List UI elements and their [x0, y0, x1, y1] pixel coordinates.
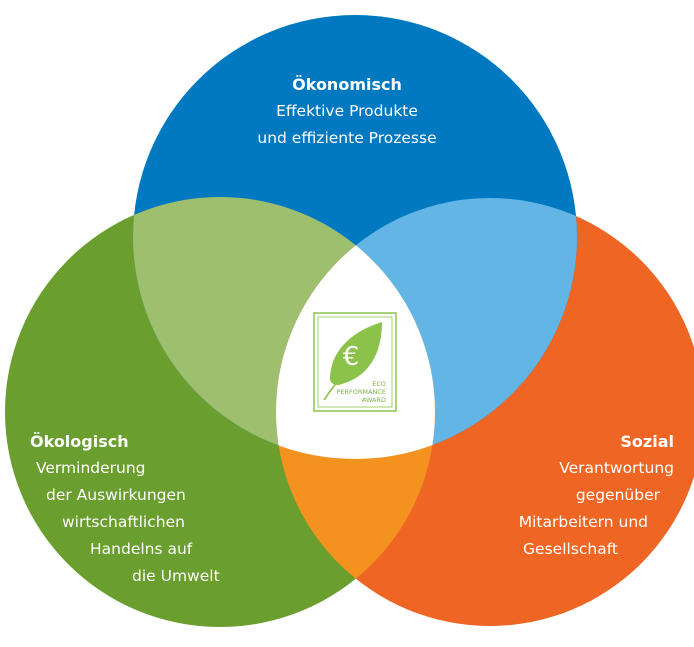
oekologisch-line-4: Handelns auf	[90, 540, 193, 558]
overlap-center	[276, 198, 435, 459]
oekologisch-line-2: der Auswirkungen	[46, 486, 186, 504]
sozial-line-3: Mitarbeitern und	[518, 513, 648, 531]
sozial-line-1: Verantwortung	[559, 459, 674, 477]
oekonomisch-line-1: Effektive Produkte	[276, 102, 418, 120]
oekologisch-line-1: Verminderung	[36, 459, 146, 477]
oekonomisch-line-2: und effiziente Prozesse	[257, 129, 437, 147]
label-oekologisch: Ökologisch Verminderung der Auswirkungen…	[30, 428, 260, 590]
sozial-title: Sozial	[620, 432, 674, 451]
logo-line-3: AWARD	[362, 396, 386, 404]
oekologisch-line-3: wirtschaftlichen	[62, 513, 185, 531]
oekonomisch-title: Ökonomisch	[292, 75, 402, 94]
label-sozial: Sozial Verantwortung gegenüber Mitarbeit…	[440, 428, 674, 563]
leaf-shape	[330, 322, 382, 385]
logo-line-2: PERFORMANCE	[337, 388, 386, 396]
label-oekonomisch: Ökonomisch Effektive Produkte und effizi…	[212, 71, 482, 152]
eco-performance-award-logo: € ECO PERFORMANCE AWARD	[313, 312, 397, 412]
sozial-line-4: Gesellschaft	[523, 540, 618, 558]
oekologisch-title: Ökologisch	[30, 432, 129, 451]
sozial-line-2: gegenüber	[575, 486, 660, 504]
euro-leaf-icon: €	[343, 342, 360, 372]
oekologisch-line-5: die Umwelt	[132, 567, 220, 585]
logo-line-1: ECO	[372, 380, 386, 388]
